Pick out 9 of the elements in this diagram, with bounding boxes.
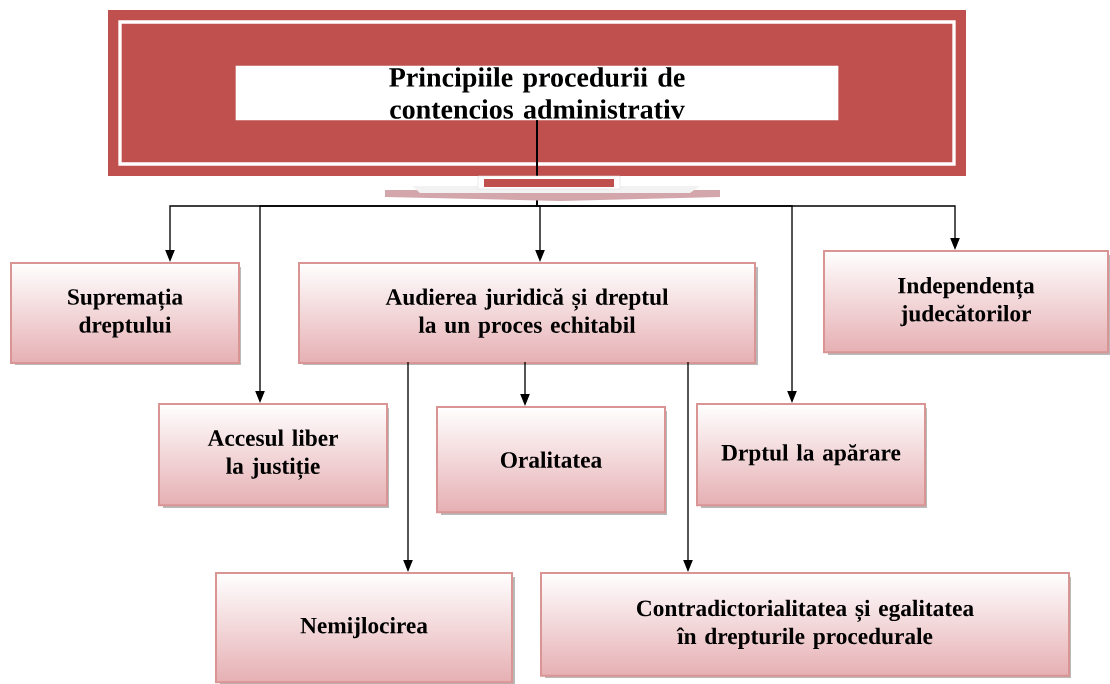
- principle-box: Drptul la apărare: [696, 403, 927, 508]
- principle-box: Supremația dreptului: [10, 262, 241, 365]
- principle-box: Oralitatea: [436, 406, 667, 515]
- principle-box: Nemijlocirea: [215, 572, 515, 684]
- principle-box: Independența judecătorilor: [823, 250, 1110, 355]
- title-box: Principiile procedurii de contencios administrativ: [108, 10, 966, 176]
- principle-box: Contradictorialitatea și egalitatea în drepturile procedurale: [540, 572, 1071, 678]
- principle-box: Accesul liber la justiție: [158, 403, 389, 508]
- principle-box: Audierea juridică și dreptul la un proces echitabil: [298, 262, 758, 365]
